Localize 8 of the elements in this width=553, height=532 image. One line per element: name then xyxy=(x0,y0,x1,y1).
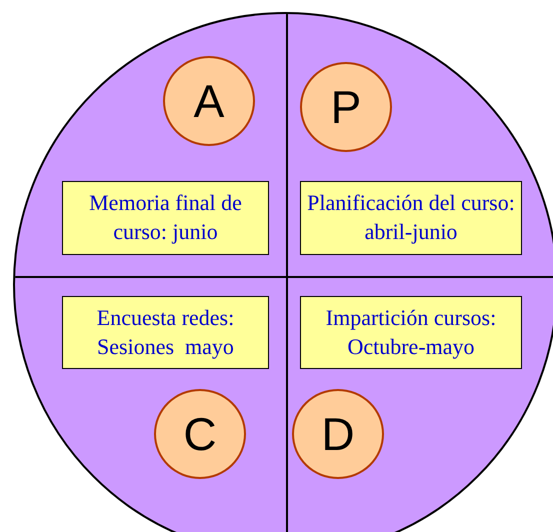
stage-circle: D xyxy=(292,389,384,479)
stage-box: Impartición cursos: Octubre-mayo xyxy=(300,296,522,369)
stage-circle: C xyxy=(154,389,246,479)
stage-box: Encuesta redes: Sesiones mayo xyxy=(62,296,269,369)
stage-circle: A xyxy=(163,56,255,146)
stage-box: Memoria final de curso: junio xyxy=(62,181,269,255)
stage-box: Planificación del curso: abril-junio xyxy=(300,181,522,255)
stage-circle: P xyxy=(300,62,392,152)
